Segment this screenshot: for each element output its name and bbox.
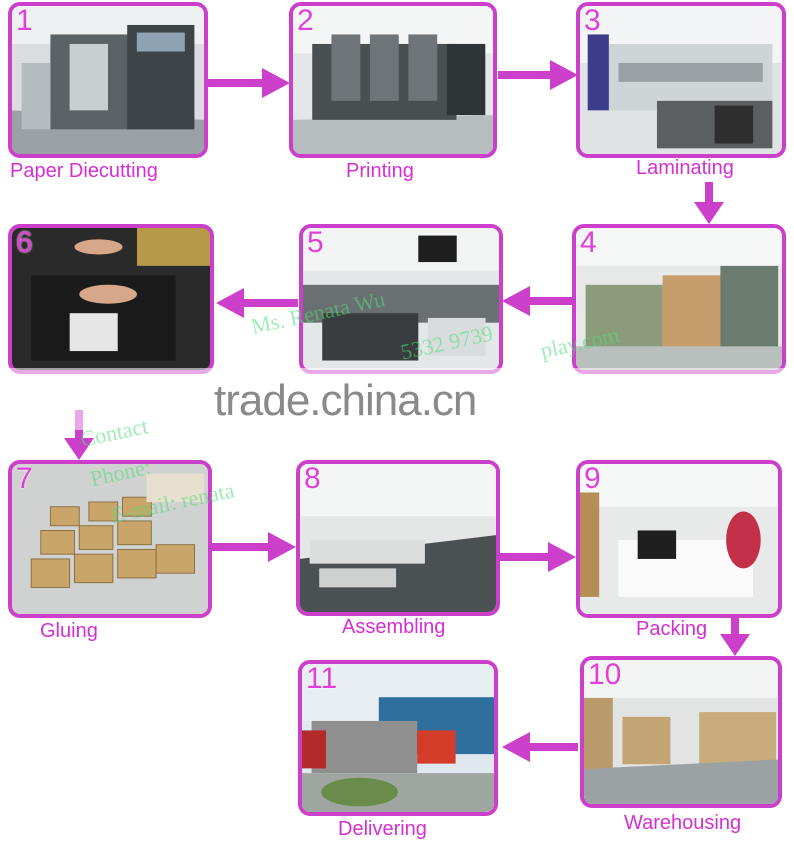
step-label: Warehousing <box>624 812 742 834</box>
step-3-photo: 3 <box>576 2 786 158</box>
truck-loading-photo <box>302 664 494 812</box>
step-number: 5 <box>307 226 324 259</box>
arrow-right-icon <box>212 532 296 562</box>
step-2-photo: 2 <box>289 2 497 158</box>
arrow-down-icon <box>694 182 724 224</box>
watermark-text: trade.china.cn <box>214 376 477 425</box>
step-8-photo: 8 <box>296 460 500 616</box>
arrow-left-icon <box>502 732 578 762</box>
step-number: 4 <box>580 226 597 259</box>
step-number: 6 <box>16 226 33 259</box>
workshop-photo <box>303 228 499 370</box>
arrow-right-icon <box>208 68 290 98</box>
step-9-photo: 9 <box>576 460 782 618</box>
offset-press-photo <box>12 6 204 154</box>
laminating-machine-photo <box>580 6 782 154</box>
arrow-down-icon <box>720 616 750 656</box>
step-label: Laminating <box>636 157 734 179</box>
arrow-left-icon <box>216 288 298 318</box>
step-number: 1 <box>16 4 33 37</box>
step-6-photo: 6 <box>8 224 214 374</box>
step-number: 11 <box>306 662 338 695</box>
step-label: Packing <box>636 618 708 640</box>
arrow-left-icon <box>502 286 572 316</box>
step-1-photo: 1 <box>8 2 208 158</box>
step-number: 9 <box>584 462 601 495</box>
gluing-boards-photo <box>12 464 208 614</box>
step-label: Assembling <box>342 616 446 638</box>
assembly-hall-photo <box>300 464 496 612</box>
step-label: Paper Diecutting <box>10 160 158 182</box>
step-label: Delivering <box>338 818 427 840</box>
step-label: Gluing <box>40 620 98 642</box>
printing-machine-photo <box>293 6 493 154</box>
warehouse-photo <box>584 660 778 804</box>
step-7-photo: 7 <box>8 460 212 618</box>
step-label: Printing <box>346 160 414 182</box>
step-number: 10 <box>588 658 622 691</box>
step-5-photo: 5 <box>299 224 503 374</box>
watermark-band: trade.china.cn <box>0 368 794 430</box>
arrow-right-icon <box>498 60 578 90</box>
step-number: 8 <box>304 462 321 495</box>
arrow-right-icon <box>500 542 576 572</box>
step-10-photo: 10 <box>580 656 782 808</box>
step-number: 7 <box>16 462 33 495</box>
step-number: 3 <box>584 4 601 37</box>
step-number: 2 <box>297 4 314 37</box>
step-4-photo: 4 <box>572 224 786 374</box>
hand-assembly-photo <box>12 228 210 370</box>
step-11-photo: 11 <box>298 660 498 816</box>
packing-line-photo <box>580 464 778 614</box>
cardboard-machine-photo <box>576 228 782 370</box>
